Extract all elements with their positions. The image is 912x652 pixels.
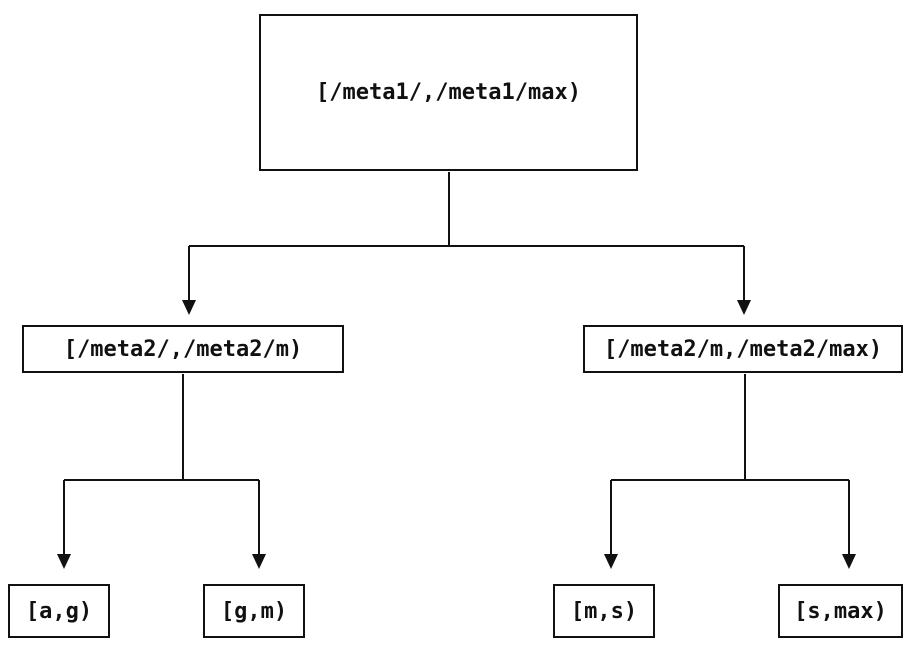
arrow-down-icon (182, 300, 196, 315)
edge-right-leaves (610, 374, 850, 556)
arrow-down-icon (57, 554, 71, 569)
arrow-down-icon (842, 554, 856, 569)
edge-left-leaves (63, 374, 260, 556)
arrowhead-icons (57, 300, 856, 569)
node-label: [s,max) (794, 598, 887, 624)
arrow-down-icon (252, 554, 266, 569)
node-label: [/meta2/,/meta2/m) (63, 336, 303, 362)
tree-node-root: [/meta1/,/meta1/max) (259, 14, 638, 171)
node-label: [a,g) (25, 598, 93, 624)
arrow-down-icon (604, 554, 618, 569)
node-label: [/meta1/,/meta1/max) (316, 80, 581, 105)
node-label: [/meta2/m,/meta2/max) (603, 336, 883, 362)
tree-node-leaf-ag: [a,g) (8, 584, 110, 638)
tree-node-leaf-gm: [g,m) (203, 584, 305, 638)
tree-node-left-child: [/meta2/,/meta2/m) (22, 325, 344, 373)
arrow-down-icon (737, 300, 751, 315)
edge-root-children (188, 172, 745, 302)
node-label: [g,m) (220, 598, 288, 624)
edge-lines (63, 172, 850, 556)
tree-node-leaf-ms: [m,s) (553, 584, 655, 638)
tree-node-leaf-smax: [s,max) (778, 584, 903, 638)
node-label: [m,s) (570, 598, 638, 624)
tree-node-right-child: [/meta2/m,/meta2/max) (583, 325, 903, 373)
